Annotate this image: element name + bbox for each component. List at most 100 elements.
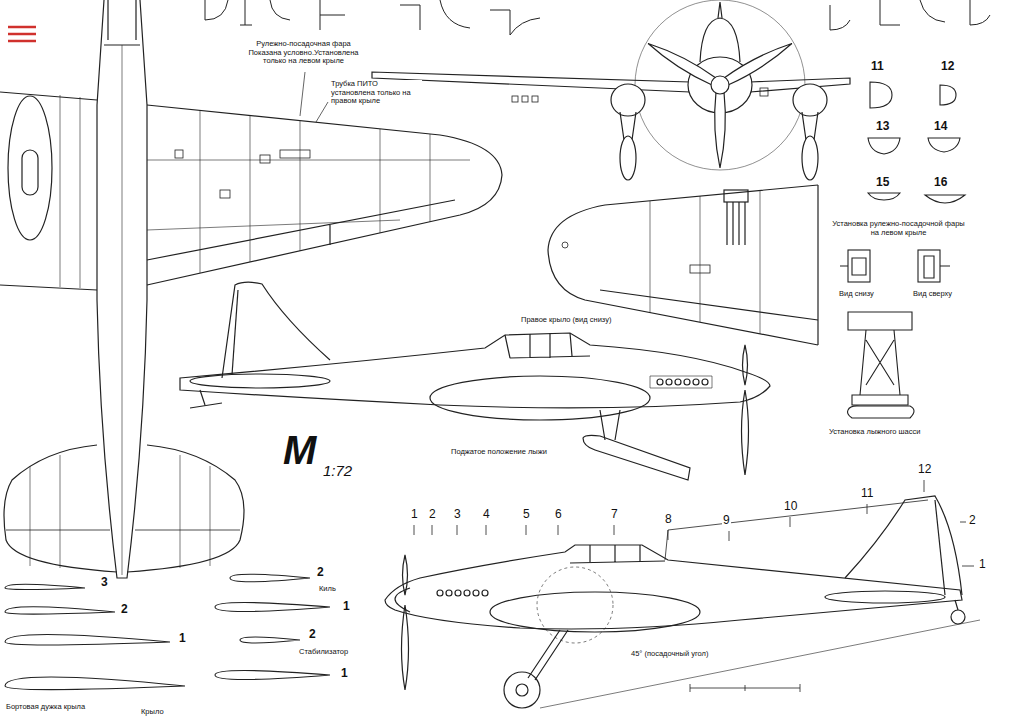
callout-number: 1 bbox=[978, 558, 987, 572]
front-view-part bbox=[723, 39, 794, 86]
airfoil-sections-part bbox=[5, 635, 170, 646]
airfoil-sections bbox=[5, 574, 330, 689]
airfoil-sections-part bbox=[215, 603, 330, 612]
side-view-wheel-part bbox=[825, 591, 945, 603]
section-strip-part bbox=[490, 10, 540, 35]
front-view-part bbox=[760, 88, 768, 96]
section-caption: Стабилизатор bbox=[298, 648, 349, 657]
detail-sections-part bbox=[870, 82, 892, 108]
callout-number: 3 bbox=[453, 508, 462, 522]
side-view-wheel bbox=[385, 480, 980, 708]
menu-icon-part bbox=[8, 33, 36, 36]
side-view-ski-part bbox=[190, 390, 222, 408]
front-view-part bbox=[611, 84, 645, 116]
callout-number: 7 bbox=[610, 508, 619, 522]
wing-underside-part bbox=[817, 185, 818, 345]
menu-icon-part bbox=[8, 26, 36, 29]
front-view-part bbox=[522, 96, 528, 102]
front-view-part bbox=[711, 76, 729, 94]
note-text: Установка рулежно-посадочной фары на лев… bbox=[830, 220, 967, 237]
airfoil-sections-part bbox=[5, 677, 185, 690]
side-view-wheel-part bbox=[490, 592, 700, 632]
front-view-part bbox=[700, 18, 740, 62]
plan-view-part bbox=[127, 445, 244, 572]
plan-view-part bbox=[8, 96, 52, 240]
detail-sections-part bbox=[860, 330, 900, 395]
front-view-part bbox=[645, 39, 716, 86]
plan-view-part bbox=[6, 530, 240, 531]
section-number: 14 bbox=[933, 120, 948, 134]
angle-note: 45° (посадочный угол) bbox=[630, 650, 709, 659]
side-view-wheel-part bbox=[395, 588, 410, 612]
callout-number: 9 bbox=[722, 514, 731, 528]
plan-view-part bbox=[104, 0, 140, 45]
section-number: 16 bbox=[933, 176, 948, 190]
airfoil-sections-part bbox=[215, 671, 330, 680]
menu-icon bbox=[8, 27, 36, 41]
side-view-ski-part bbox=[232, 290, 238, 375]
section-strip-part bbox=[920, 0, 945, 22]
section-number: 1 bbox=[342, 600, 351, 614]
front-view-part bbox=[620, 136, 636, 180]
section-strip-part bbox=[970, 0, 990, 25]
section-number: 1 bbox=[340, 667, 349, 681]
side-view-wheel-part bbox=[845, 496, 962, 595]
wing-underside-part bbox=[600, 290, 818, 320]
detail-sections-part bbox=[848, 406, 915, 418]
plan-view-part bbox=[0, 92, 97, 290]
plan-view-part bbox=[147, 200, 455, 260]
wing-underside-part bbox=[562, 242, 568, 248]
section-strip-part bbox=[270, 0, 290, 20]
detail-sections-part bbox=[868, 138, 900, 154]
side-view-wheel-part bbox=[540, 620, 980, 708]
callout-number: 2 bbox=[428, 508, 437, 522]
plan-view bbox=[0, 0, 502, 578]
section-strip-part bbox=[400, 5, 420, 30]
side-view-wheel-part bbox=[473, 590, 479, 596]
side-view-ski-part bbox=[222, 282, 330, 378]
plan-view-part bbox=[175, 150, 183, 158]
scale-logo: М bbox=[282, 430, 317, 470]
front-view-part bbox=[715, 92, 726, 168]
view-caption: Вид снизу bbox=[838, 290, 875, 299]
section-caption: Бортовая дужка крыла bbox=[5, 703, 86, 712]
plan-view-part bbox=[220, 190, 230, 198]
side-view-ski-part bbox=[430, 376, 650, 420]
front-view-part bbox=[532, 96, 538, 102]
section-strip-part bbox=[240, 0, 252, 25]
plan-view-part bbox=[200, 110, 430, 273]
section-strip-part bbox=[440, 0, 470, 28]
view-caption: Вид сверху bbox=[912, 290, 953, 299]
side-view-wheel-part bbox=[482, 590, 488, 596]
side-view-wheel-part bbox=[414, 480, 974, 566]
detail-sections-part bbox=[940, 85, 956, 105]
section-number: 3 bbox=[100, 576, 109, 590]
plan-view-part bbox=[122, 45, 123, 575]
side-view-ski-part bbox=[742, 345, 749, 475]
side-view-wheel-part bbox=[690, 684, 800, 692]
side-view-wheel-part bbox=[446, 590, 452, 596]
view-caption: Поджатое положение лыжи bbox=[450, 448, 548, 457]
side-view-ski-part bbox=[583, 435, 690, 480]
side-view-wheel-part bbox=[537, 567, 613, 643]
plan-view-part bbox=[147, 160, 470, 230]
detail-sections-part bbox=[925, 195, 965, 203]
side-view-wheel-part bbox=[955, 600, 958, 610]
plan-view-part bbox=[280, 150, 310, 158]
airfoil-sections-part bbox=[240, 637, 300, 643]
front-view-part bbox=[718, 2, 722, 18]
scale-text: 1:72 bbox=[322, 462, 353, 479]
section-number: 13 bbox=[875, 120, 890, 134]
detail-sections-part bbox=[848, 250, 870, 282]
plan-view-part bbox=[22, 150, 38, 195]
section-strip-part bbox=[205, 0, 228, 20]
callout-number: 1 bbox=[410, 508, 419, 522]
menu-icon-part bbox=[8, 40, 36, 43]
front-view-part bbox=[620, 112, 818, 140]
plan-view-part bbox=[260, 155, 270, 163]
front-view bbox=[372, 0, 850, 180]
wing-underside-part bbox=[650, 190, 760, 334]
view-caption: Правое крыло (вид снизу) bbox=[520, 316, 612, 325]
wing-underside-part bbox=[690, 265, 710, 273]
